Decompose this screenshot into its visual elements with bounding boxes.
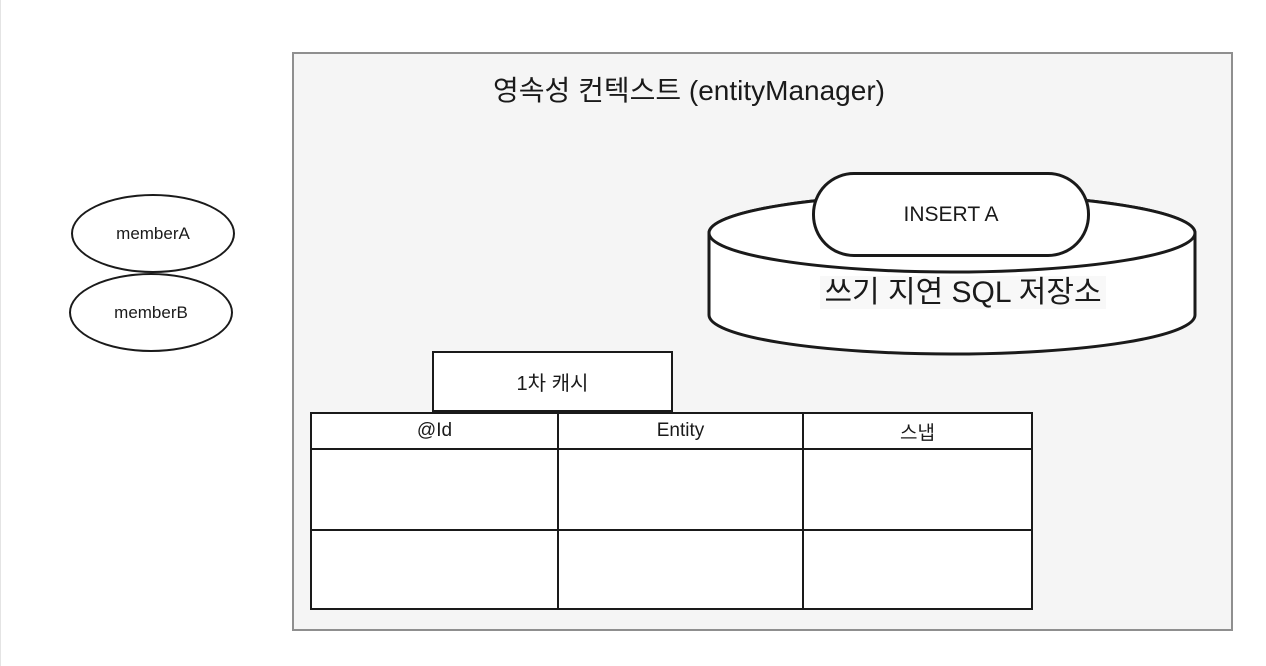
member-b-label: memberB (114, 302, 188, 322)
member-a-ellipse: memberA (71, 194, 235, 273)
member-a-label: memberA (116, 223, 190, 243)
first-level-cache-label: 1차 캐시 (516, 373, 589, 395)
first-level-cache-label-box: 1차 캐시 (432, 351, 673, 412)
table-cell (310, 529, 559, 610)
table-cell (557, 529, 804, 610)
cache-table-header-row: @Id Entity 스냅 (310, 412, 1033, 450)
member-b-ellipse: memberB (69, 273, 233, 352)
sql-store-label: 쓰기 지연 SQL 저장소 (820, 276, 1106, 309)
table-cell (802, 529, 1033, 610)
table-row (310, 529, 1033, 610)
persistence-context-title: 영속성 컨텍스트 (entityManager) (493, 75, 885, 106)
table-row (310, 448, 1033, 531)
cache-table-header-id: @Id (310, 412, 559, 450)
page-edge-line (0, 0, 1, 666)
cache-table-header-snapshot: 스냅 (802, 412, 1033, 450)
table-cell (557, 448, 804, 531)
table-cell (310, 448, 559, 531)
cache-table-header-entity: Entity (557, 412, 804, 450)
sql-store-label-wrap: 쓰기 지연 SQL 저장소 (753, 272, 1173, 314)
insert-statement-box: INSERT A (812, 172, 1090, 257)
table-cell (802, 448, 1033, 531)
insert-statement-label: INSERT A (903, 202, 999, 226)
cache-table: @Id Entity 스냅 (310, 412, 1033, 610)
